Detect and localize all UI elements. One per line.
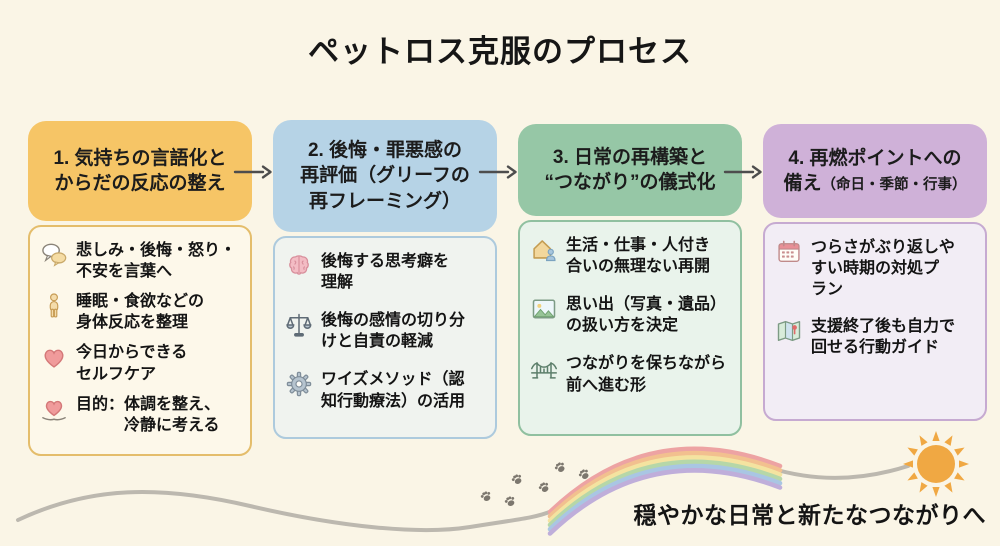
speech-bubbles-icon (40, 241, 68, 269)
step-4-header: 4. 再燃ポイントへの 備え（命日・季節・行事） (763, 124, 987, 218)
step-2-header-text: 2. 後悔・罪悪感の 再評価（グリーフの 再フレーミング） (300, 140, 470, 212)
rainbow-icon (547, 446, 783, 536)
item-text: ワイズメソッド（認 知行動療法）の活用 (321, 371, 466, 410)
page-title: ペットロス克服のプロセス (308, 34, 692, 69)
item-text: 後悔する思考癖を 理解 (321, 253, 450, 292)
process-item: つながりを保ちながら 前へ進む形 (530, 353, 730, 395)
process-item: 今日からできる セルフケア (40, 342, 240, 384)
step-1-card: 1. 気持ちの言語化と からだの反応の整え 悲しみ・後悔・怒り・ 不安を言葉へ … (28, 121, 252, 456)
calendar-icon (775, 238, 803, 266)
process-item: 後悔の感情の切り分 けと自責の軽減 (285, 310, 485, 352)
arrow-step1-to-step2-icon (233, 164, 273, 180)
item-text: 目的：体調を整え、 冷静に考える (76, 395, 221, 434)
balance-scale-icon (285, 311, 313, 339)
step-1-header: 1. 気持ちの言語化と からだの反応の整え (28, 121, 252, 221)
road-path-line (16, 464, 910, 533)
photo-icon (530, 295, 558, 323)
step-3-header-text: 3. 日常の再構築と “つながり”の儀式化 (544, 146, 716, 193)
step-4-header-text: 4. 再燃ポイントへの 備え (783, 147, 962, 194)
step-4-header-note: （命日・季節・行事） (821, 177, 967, 193)
item-text: 後悔の感情の切り分 けと自責の軽減 (321, 312, 466, 351)
process-item: 後悔する思考癖を 理解 (285, 251, 485, 293)
item-text: 支援終了後も自力で 回せる行動ガイド (811, 318, 956, 357)
paw-prints-icon (480, 462, 589, 507)
person-icon (40, 292, 68, 320)
item-text: 思い出（写真・遺品） の扱い方を決定 (566, 296, 727, 335)
process-item: 目的：体調を整え、 冷静に考える (40, 394, 240, 436)
item-text: 今日からできる セルフケア (76, 344, 188, 383)
process-item: つらさがぶり返しや すい時期の対処プ ラン (775, 237, 975, 300)
item-text: 生活・仕事・人付き 合いの無理ない再開 (566, 237, 711, 276)
step-1-body: 悲しみ・後悔・怒り・ 不安を言葉へ 睡眠・食欲などの 身体反応を整理 今日からで… (28, 225, 252, 456)
step-2-body: 後悔する思考癖を 理解 後悔の感情の切り分 けと自責の軽減 ワイズメソッド（認 … (273, 236, 497, 439)
process-item: 支援終了後も自力で 回せる行動ガイド (775, 316, 975, 358)
item-text: つらさがぶり返しや すい時期の対処プ ラン (811, 239, 955, 299)
sun-icon (903, 431, 969, 497)
gear-icon (285, 370, 313, 398)
process-item: 思い出（写真・遺品） の扱い方を決定 (530, 294, 730, 336)
process-item: 生活・仕事・人付き 合いの無理ない再開 (530, 235, 730, 277)
step-3-header: 3. 日常の再構築と “つながり”の儀式化 (518, 124, 742, 216)
brain-icon (285, 252, 313, 280)
process-item: 睡眠・食欲などの 身体反応を整理 (40, 291, 240, 333)
footer-message: 穏やかな日常と新たなつながりへ (633, 502, 986, 528)
step-4-card: 4. 再燃ポイントへの 備え（命日・季節・行事） つらさがぶり返しや すい時期の… (763, 124, 987, 421)
step-4-body: つらさがぶり返しや すい時期の対処プ ラン 支援終了後も自力で 回せる行動ガイド (763, 222, 987, 421)
step-1-header-text: 1. 気持ちの言語化と からだの反応の整え (53, 147, 227, 194)
step-3-body: 生活・仕事・人付き 合いの無理ない再開 思い出（写真・遺品） の扱い方を決定 つ… (518, 220, 742, 436)
item-text: 悲しみ・後悔・怒り・ 不安を言葉へ (76, 242, 237, 281)
step-3-card: 3. 日常の再構築と “つながり”の儀式化 生活・仕事・人付き 合いの無理ない再… (518, 124, 742, 436)
heart-icon (40, 343, 68, 371)
step-2-card: 2. 後悔・罪悪感の 再評価（グリーフの 再フレーミング） 後悔する思考癖を 理… (273, 120, 497, 439)
item-text: つながりを保ちながら 前へ進む形 (566, 355, 727, 394)
process-item: ワイズメソッド（認 知行動療法）の活用 (285, 369, 485, 411)
arrow-step2-to-step3-icon (478, 164, 518, 180)
process-item: 悲しみ・後悔・怒り・ 不安を言葉へ (40, 240, 240, 282)
bridge-icon (530, 354, 558, 382)
map-icon (775, 317, 803, 345)
heart-in-hands-icon (40, 395, 68, 423)
step-2-header: 2. 後悔・罪悪感の 再評価（グリーフの 再フレーミング） (273, 120, 497, 232)
house-icon (530, 236, 558, 264)
arrow-step3-to-step4-icon (723, 164, 763, 180)
item-text: 睡眠・食欲などの 身体反応を整理 (76, 293, 205, 332)
bottom-decoration (0, 430, 1000, 546)
